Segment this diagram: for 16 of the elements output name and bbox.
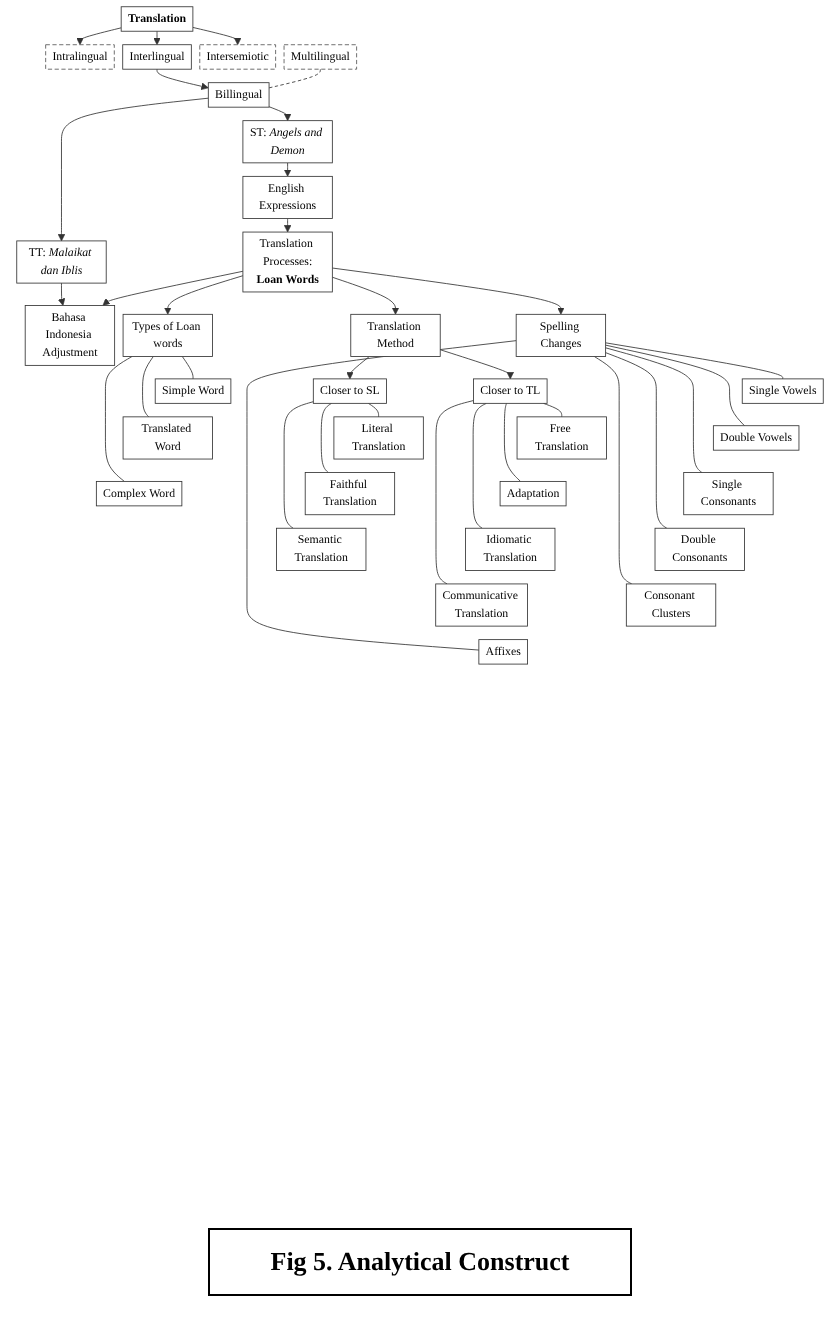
connector <box>503 402 521 482</box>
connector <box>472 402 487 529</box>
connector <box>105 356 133 482</box>
connector <box>181 356 194 380</box>
connector <box>605 342 784 380</box>
figure-caption: Fig 5. Analytical Construct <box>208 1228 632 1296</box>
connector <box>320 402 332 473</box>
connector <box>435 400 474 585</box>
connector <box>543 402 563 418</box>
connector <box>593 356 633 585</box>
connector <box>605 352 668 529</box>
connector <box>368 402 380 418</box>
connector <box>605 344 745 427</box>
connector <box>142 356 154 418</box>
connector <box>283 401 314 529</box>
connector <box>605 347 703 473</box>
